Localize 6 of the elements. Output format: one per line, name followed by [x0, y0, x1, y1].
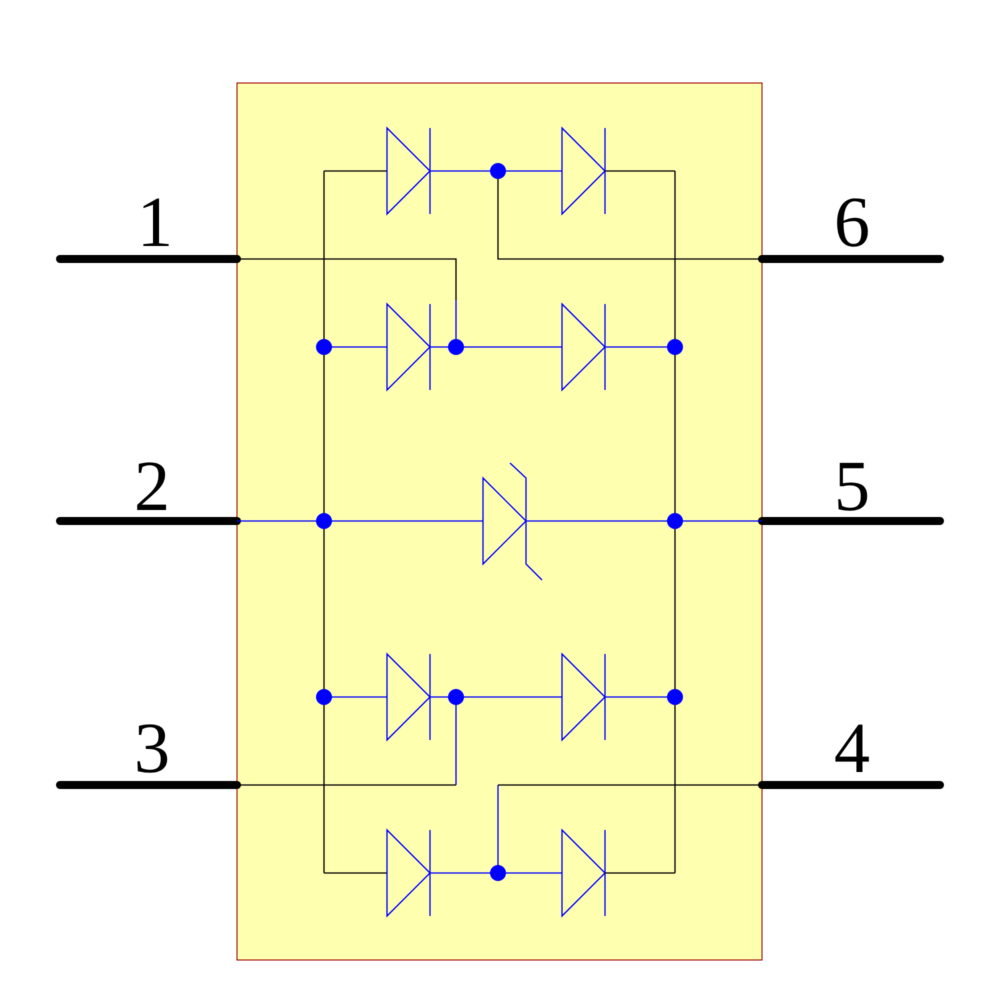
pin-number: 5 [833, 450, 871, 522]
pin-number: 4 [833, 712, 871, 784]
pin-number: 2 [133, 450, 171, 522]
pin-number: 6 [833, 186, 871, 258]
pin-number: 3 [133, 712, 171, 784]
pin-number: 1 [136, 186, 174, 258]
